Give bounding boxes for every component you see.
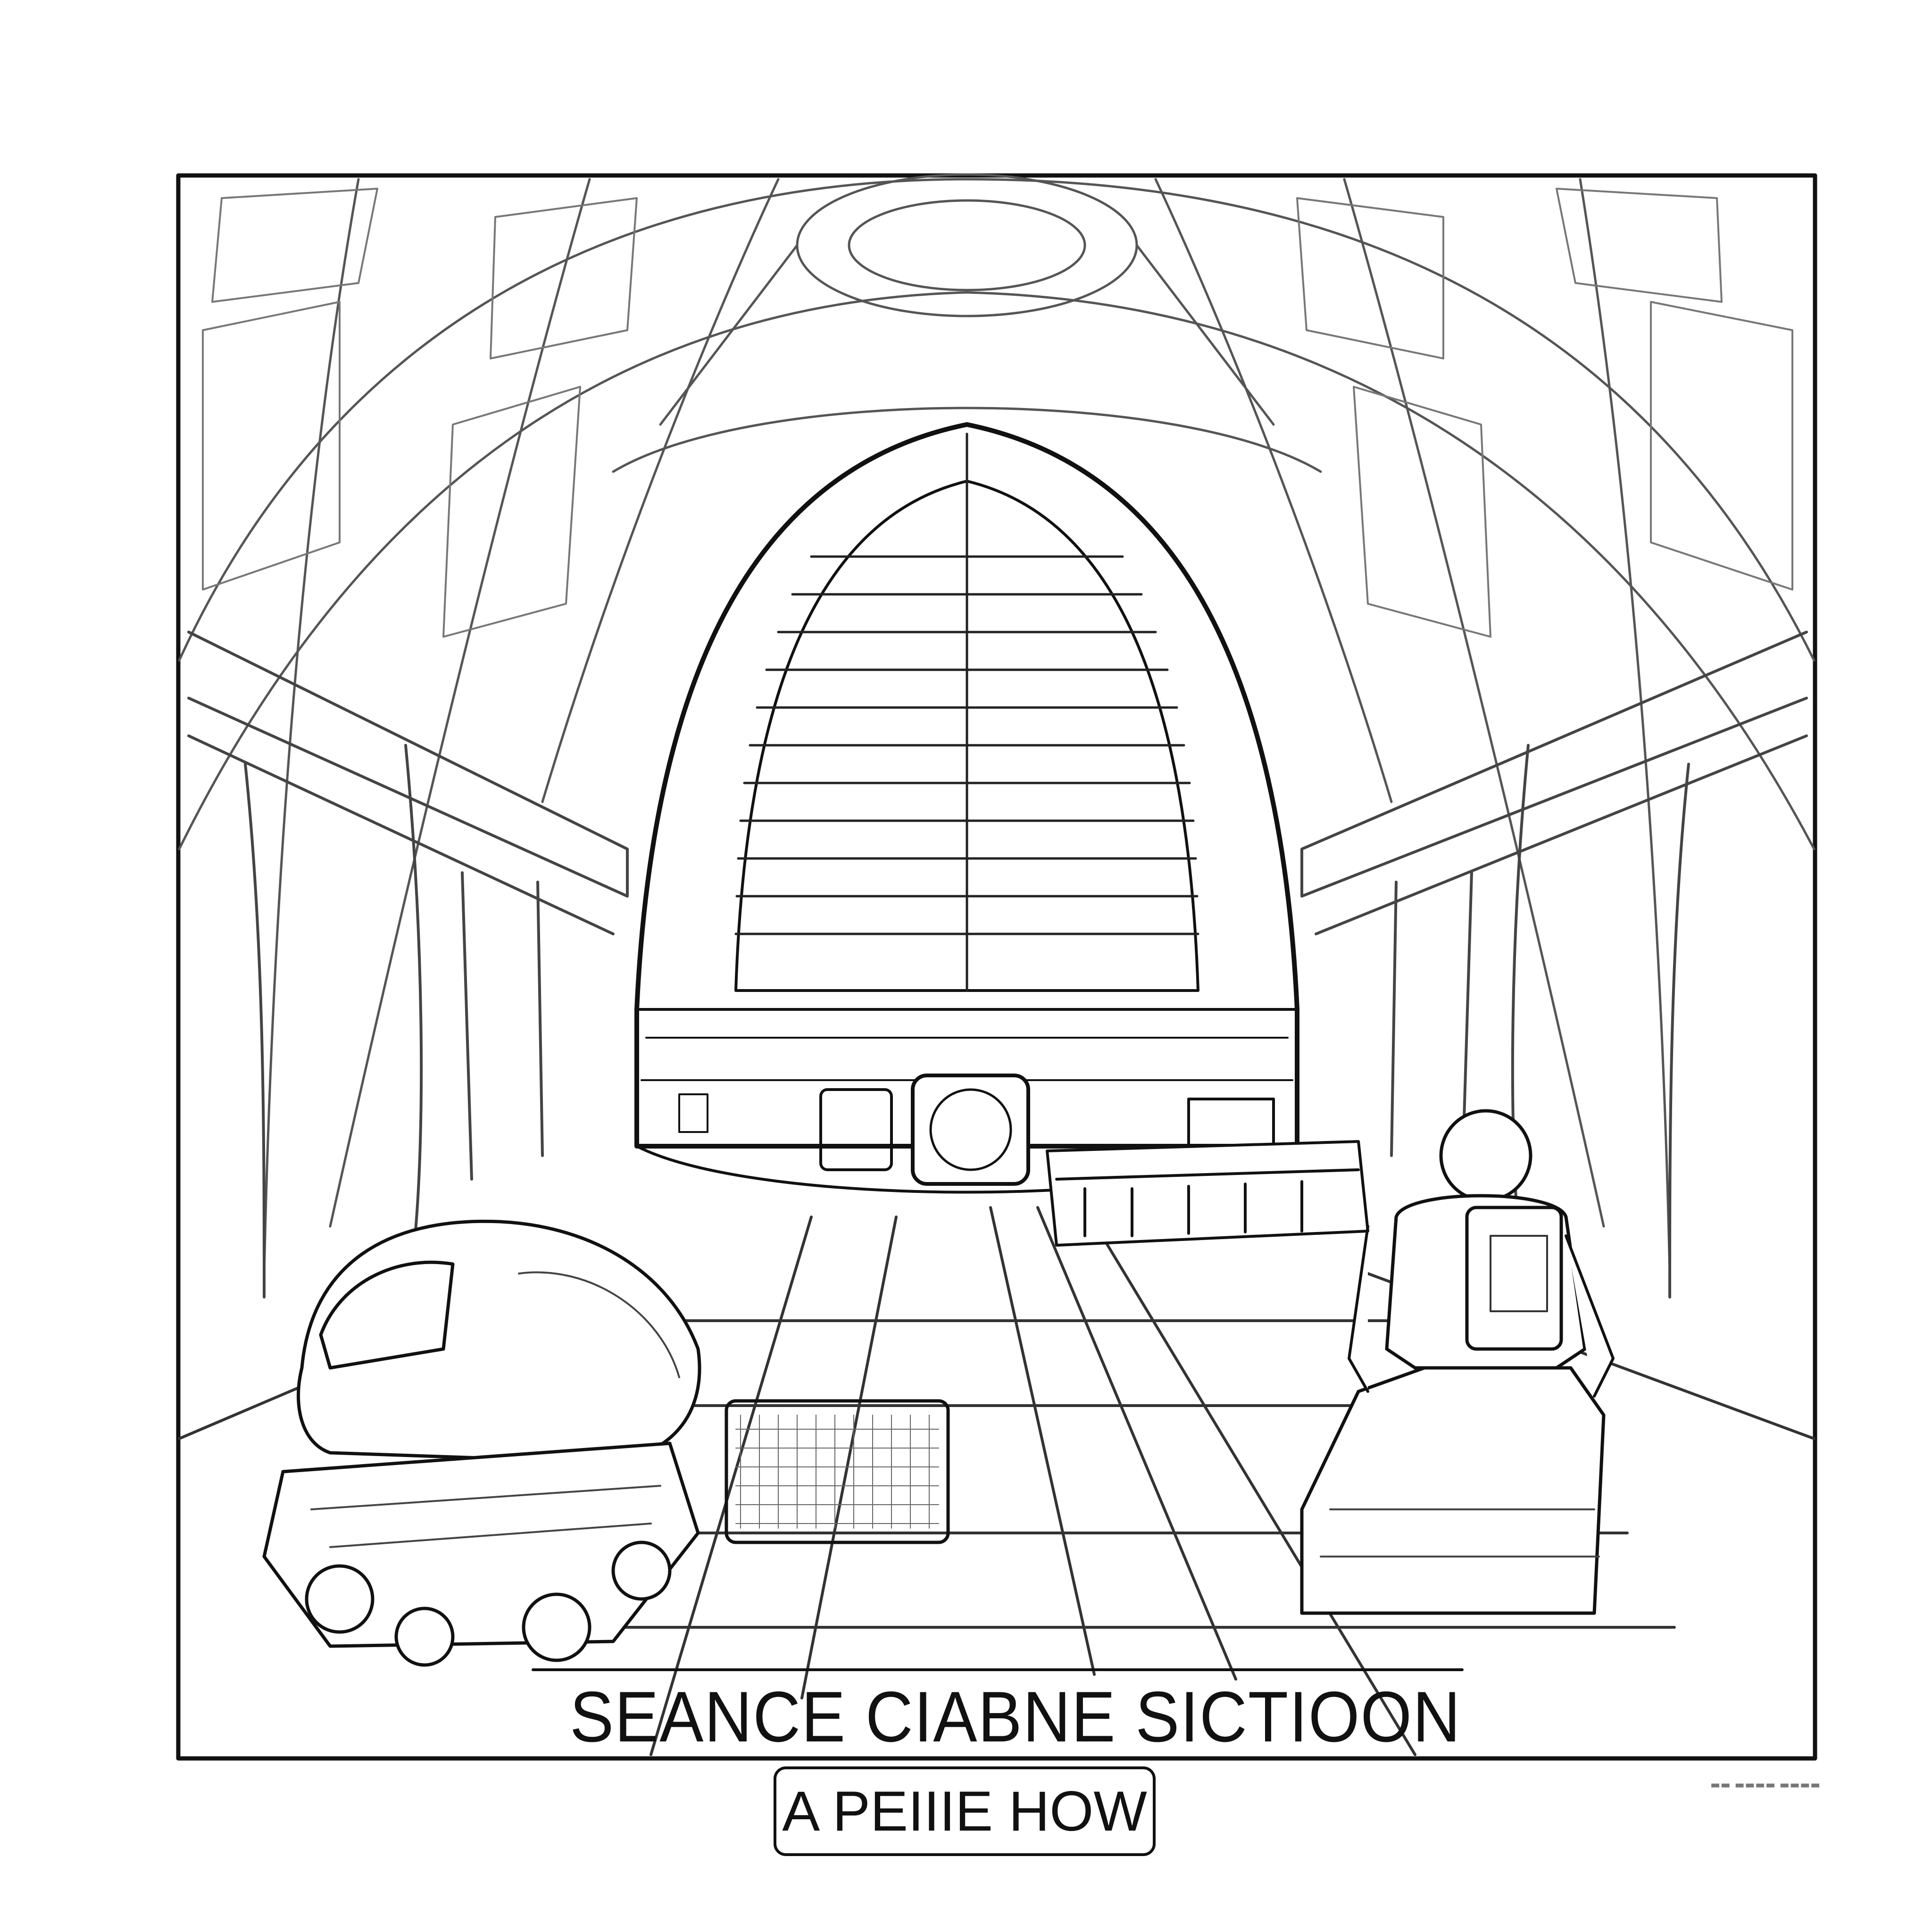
caption-subtitle: A PEIIIE HOW	[782, 1780, 1147, 1843]
astronaut-figure	[1300, 1109, 1615, 1615]
central-capsule	[634, 422, 1299, 1194]
floor-grate	[724, 1399, 950, 1544]
window-panes	[202, 188, 1793, 638]
caption-subtitle-box: A PEIIIE HOW	[774, 1766, 1156, 1856]
floor-lines	[178, 1206, 1815, 1756]
control-console	[1046, 1140, 1369, 1247]
rover-vehicle	[262, 1219, 701, 1667]
dome-ribs	[178, 173, 1815, 1275]
caption-title: SEANCE CIABNE SICTIOON	[570, 1677, 1461, 1757]
fine-print: ▬▬ ▬▬▬▬ ▬▬▬▬	[1710, 1779, 1821, 1791]
side-walkways	[187, 631, 1808, 935]
